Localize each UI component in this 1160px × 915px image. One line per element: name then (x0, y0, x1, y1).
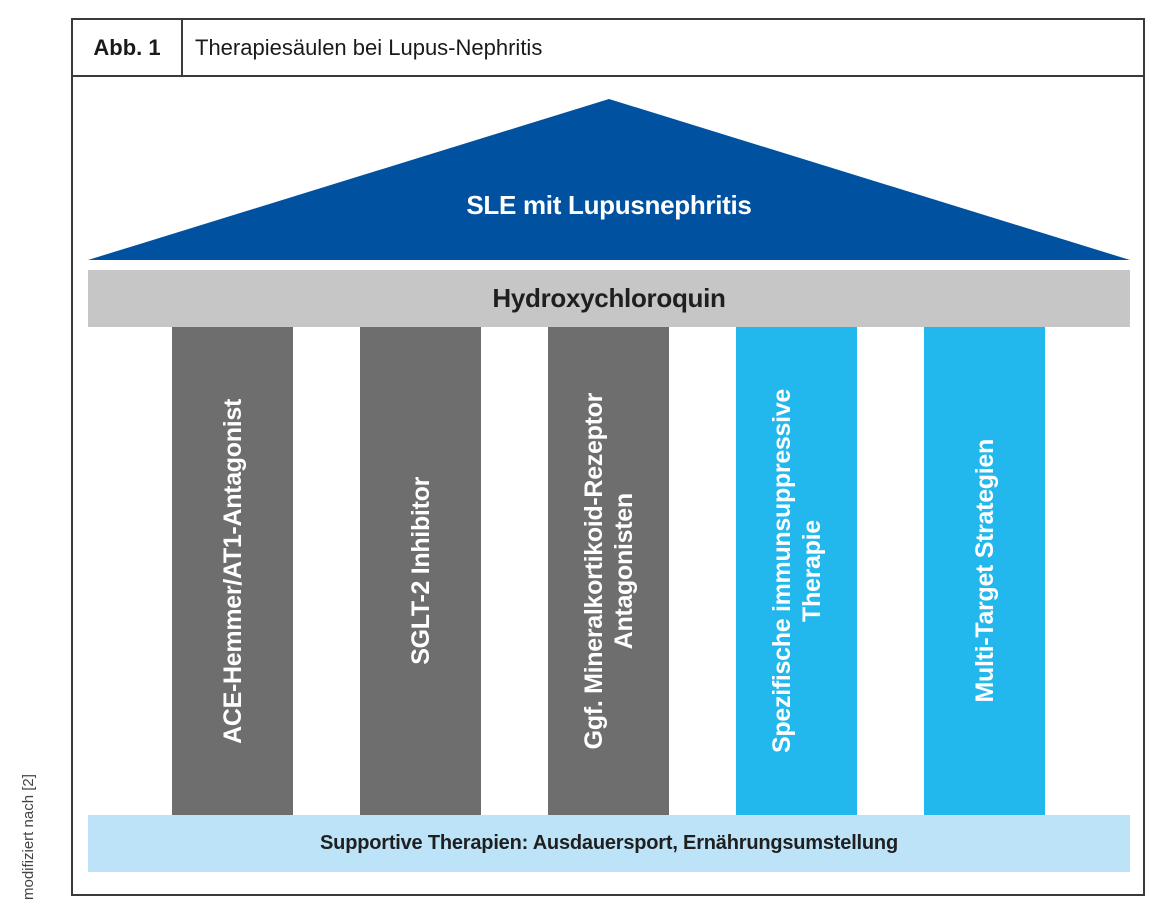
pillar-label: ACE-Hemmer/AT1-Antagonist (218, 398, 247, 744)
source-note: modifiziert nach [2] (20, 774, 37, 900)
pillar-sglt2-inhibitor: SGLT-2 Inhibitor (360, 327, 481, 815)
pillar-immunsuppressive: Spezifische immunsuppressive Therapie (736, 327, 857, 815)
pillar-label: Multi-Target Strategien (970, 439, 999, 703)
figure-frame: Abb. 1 Therapiesäulen bei Lupus-Nephriti… (71, 18, 1145, 896)
figure-label: Abb. 1 (73, 20, 183, 75)
base-supportive-therapies: Supportive Therapien: Ausdauersport, Ern… (88, 815, 1130, 872)
pillar-ace-hemmer: ACE-Hemmer/AT1-Antagonist (172, 327, 293, 815)
beam-label: Hydroxychloroquin (492, 283, 726, 313)
pillar-label: SGLT-2 Inhibitor (406, 477, 435, 665)
figure-header: Abb. 1 Therapiesäulen bei Lupus-Nephriti… (73, 20, 1143, 77)
beam-hydroxychloroquin: Hydroxychloroquin (88, 270, 1130, 327)
figure-title: Therapiesäulen bei Lupus-Nephritis (195, 34, 543, 60)
roof-shape (88, 99, 1130, 260)
base-label: Supportive Therapien: Ausdauersport, Ern… (320, 832, 898, 854)
pillar-mineralkortikoid: Ggf. Mineralkortikoid-Rezeptor Antagonis… (548, 327, 669, 815)
pillar-label: Spezifische immunsuppressive Therapie (767, 389, 826, 753)
roof-triangle (88, 99, 1130, 260)
roof-label: SLE mit Lupusnephritis (466, 190, 752, 220)
pillar-label: Ggf. Mineralkortikoid-Rezeptor Antagonis… (579, 392, 638, 750)
pillar-multi-target: Multi-Target Strategien (924, 327, 1045, 815)
